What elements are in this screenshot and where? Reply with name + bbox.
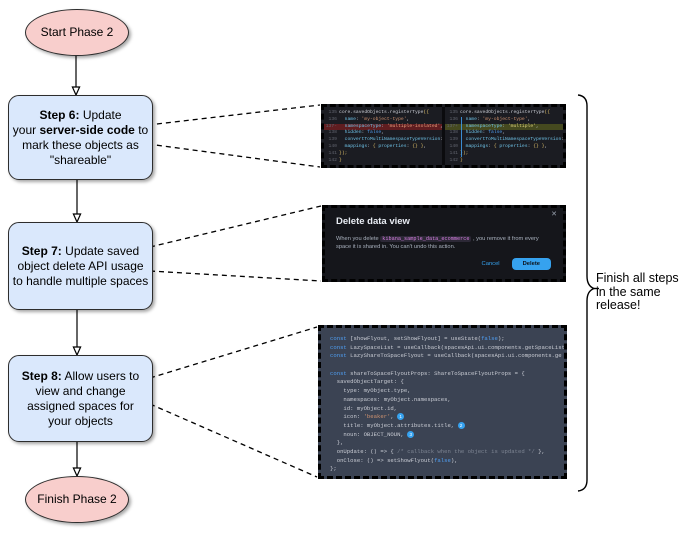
code-line: title: myObject.attributes.title, 2 [330,422,564,431]
flow-arrow-step6-to-step7 [72,175,82,224]
code-line: const LazyShareToSpaceFlyout = useCallba… [330,352,562,360]
start-label: Start Phase 2 [40,25,114,39]
step8-line1: Step 8: Allow users to [21,368,140,383]
finish-label: Finish Phase 2 [37,492,117,506]
code-line: 140 mappings: { properties: {} }, [445,144,563,151]
line-number: 141 [449,150,458,156]
line-number: 139 [449,137,458,143]
code-line: 138 hidden: false, [324,130,442,137]
code-line: }, [330,439,344,447]
indent-guide [461,117,462,157]
brace-label: Finish all steps in the same release! [596,271,679,312]
line-number: 140 [328,143,337,149]
code-line: 137- namespaceType: 'multiple-isolated', [324,123,442,131]
flow-arrow-step8-to-finish [72,437,82,478]
line-number: 142 [328,157,337,163]
code-line: onClose: () => setShowFlyout(false), [330,456,458,464]
line-number: 136 [449,116,458,122]
code-line: 140 mappings: { properties: {} }, [324,144,442,151]
line-number: 135 [449,110,458,115]
code-line: 137+ namespaceType: 'multiple', [445,123,563,131]
step8-line2: view and change [35,383,126,398]
code-line: noun: OBJECT_NOUN, 3 [330,431,564,440]
code-line: namespaces: myObject.namespaces, [330,395,451,403]
callout-badge: 1 [397,413,405,421]
data-view-name-code: kibana_sample_data_ecommerce [380,236,472,242]
screenshot-delete-modal: Delete data view ✕ When you delete kiban… [322,205,566,282]
step6-line1: Step 6: Update [39,107,122,122]
step6-line3: mark these objects as [22,137,139,152]
code-line: 139 convertToMultiNamespaceTypeVersion: [445,137,563,144]
line-number: 138 [328,130,337,136]
finish-node: Finish Phase 2 [25,476,129,523]
delete-button[interactable]: Delete [511,258,551,270]
callout-badge: 2 [457,421,465,429]
line-number: 137+ [446,123,458,129]
modal-footer: Cancel Delete [482,258,551,270]
code-line: onUpdate: () => { /* callback when the o… [330,447,545,455]
connector-step8-top [149,326,318,379]
step7-line1: Step 7: Update saved [21,243,140,258]
step6-line2: your server-side code to [12,122,149,137]
step6-node: Step 6: Update your server-side code to … [8,95,153,180]
flow-arrow-step7-to-step8 [72,305,82,357]
line-number: 135 [328,110,337,115]
flow-arrow-start-to-step6 [71,55,81,97]
close-icon[interactable]: ✕ [551,211,557,218]
code-line: const [showFlyout, setShowFlyout] = useS… [330,335,505,342]
connector-step7-bottom [149,270,322,282]
code-line [330,361,564,370]
line-number: 140 [449,143,458,149]
code-line: id: myObject.id, [330,404,398,412]
modal-title: Delete data view [336,216,410,227]
code-line: }; [330,465,337,473]
code-line: const shareToSpaceFlyoutProps: ShareToSp… [330,369,525,377]
line-number: 138 [449,130,458,136]
line-number: 142 [449,157,458,163]
connector-step6-top [147,104,321,126]
step7-line2: object delete API usage [17,258,144,273]
diff-divider [442,107,445,165]
code-line: 141}); [324,151,442,158]
connector-step7-top [149,205,322,248]
screenshot-flyout-code: const [showFlyout, setShowFlyout] = useS… [318,325,567,479]
code-line: const LazySpaceList = useCallback(spaces… [330,343,565,351]
step8-node: Step 8: Allow users to view and change a… [8,355,153,442]
code-line: 142} [445,158,563,165]
connector-step6-bottom [147,143,321,168]
code-line: 139 convertToMultiNamespaceTypeVersion: … [324,137,442,144]
code-line: 141}); [445,151,563,158]
code-line: 142} [324,158,442,165]
line-number: 136 [328,116,337,122]
step7-line3: to handle multiple spaces [12,273,149,288]
step8-line3: assigned spaces for [27,398,134,413]
connector-step8-bottom [149,403,318,478]
zoom-connectors [147,104,322,478]
line-number: 137- [325,123,337,129]
modal-body-text: When you delete [336,236,381,242]
code-line: savedObjectTarget: { [330,378,404,386]
callout-badge: 3 [407,430,415,438]
code-line: 138 hidden: false, [445,130,563,137]
code-line: type: myObject.type, [330,387,411,395]
step7-node: Step 7: Update saved object delete API u… [8,222,153,310]
code-line: 136 name: 'my-object-type', [324,117,442,124]
step6-line4: "shareable" [49,152,112,167]
modal-body: When you delete kibana_sample_data_ecomm… [336,235,550,251]
code-line: 136 name: 'my-object-type', [445,117,563,124]
line-number: 141 [328,150,337,156]
line-number: 139 [328,137,337,143]
start-node: Start Phase 2 [25,9,129,56]
step8-line4: your objects [48,413,113,428]
modal-body-text-2: , you remove it from every space it is s… [336,236,539,250]
cancel-button[interactable]: Cancel [481,261,500,267]
code-line: icon: 'beaker', 1 [330,413,564,422]
